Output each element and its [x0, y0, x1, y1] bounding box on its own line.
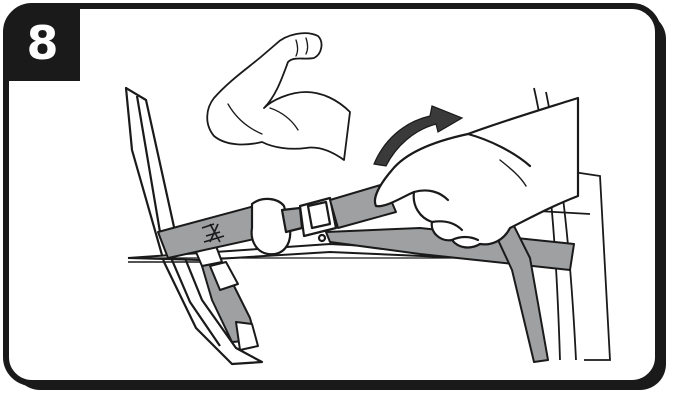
step-number-badge: 8 [5, 6, 80, 81]
